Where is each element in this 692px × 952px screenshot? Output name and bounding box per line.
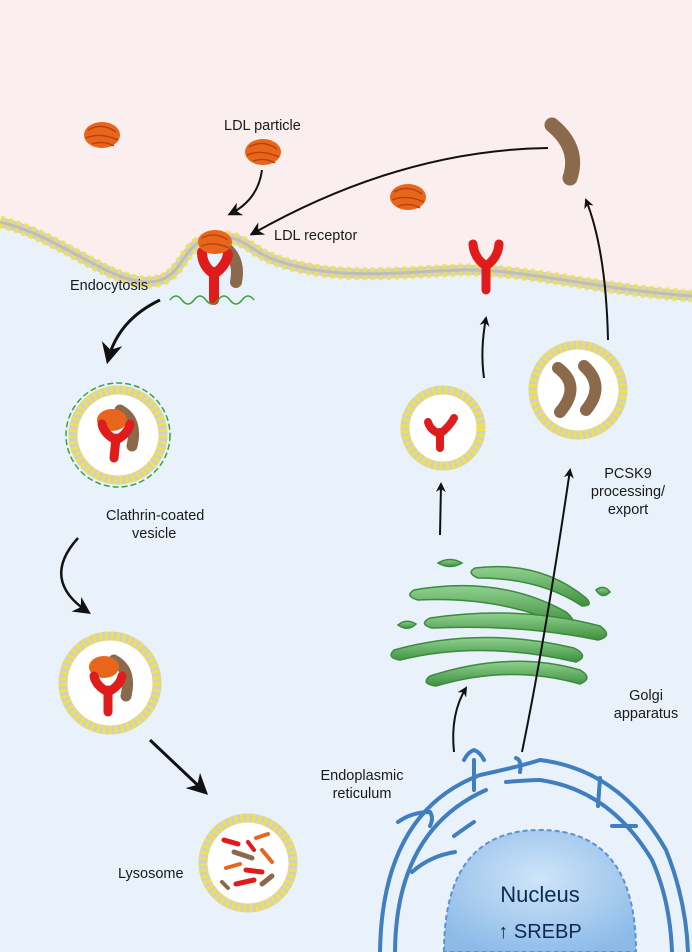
- arrow-endocytosis: [101, 298, 161, 365]
- plasma-membrane: [0, 215, 692, 303]
- pcsk9-extracellular: [544, 117, 581, 186]
- clathrin-pit: [169, 295, 255, 305]
- label-golgi-line2: apparatus: [614, 706, 679, 722]
- label-er-line2: reticulum: [333, 786, 392, 802]
- label-srebp: ↑ SREBP: [498, 921, 581, 943]
- arrow-pcsk9-secretion: [584, 198, 609, 341]
- label-pcsk9-line3: export: [608, 502, 648, 518]
- label-lysosome: Lysosome: [118, 866, 184, 882]
- label-golgi-line1: Golgi: [629, 688, 663, 704]
- nucleus: [442, 828, 638, 952]
- ldl-receptor-surface: [468, 239, 504, 295]
- label-nucleus: Nucleus: [500, 882, 579, 907]
- golgi-apparatus: [390, 558, 611, 687]
- pcsk9-secretory-vesicle: [528, 340, 628, 440]
- receptor-transport-vesicle: [400, 385, 486, 471]
- label-er-line1: Endoplasmic: [320, 768, 403, 784]
- arrow-golgi-to-vesicle: [435, 482, 446, 536]
- lysosome-vesicle: [198, 813, 298, 913]
- ldl-particle-1: [84, 122, 120, 148]
- receptor-ldl-pcsk9-complex: [197, 230, 243, 305]
- label-clathrin-line1: Clathrin-coated: [106, 508, 204, 524]
- label-pcsk9-line1: PCSK9: [604, 466, 652, 482]
- ldl-particle-2: [245, 139, 281, 165]
- arrow-vesicle-to-endosome: [59, 537, 91, 614]
- endoplasmic-reticulum: [378, 747, 690, 952]
- arrow-ldl-to-receptor: [227, 169, 263, 216]
- clathrin-coated-vesicle: [65, 382, 171, 488]
- arrow-pcsk9-to-receptor: [249, 147, 549, 236]
- label-clathrin-line2: vesicle: [132, 526, 176, 542]
- endosome-vesicle: [58, 631, 162, 735]
- arrow-to-lysosome: [148, 738, 209, 795]
- label-ldl-particle: LDL particle: [224, 118, 301, 134]
- label-pcsk9-line2: processing/: [591, 484, 666, 500]
- extracellular-background: [0, 0, 692, 296]
- arrow-pcsk9-export: [521, 468, 574, 753]
- ldl-particle-3: [390, 184, 426, 210]
- label-ldl-receptor: LDL receptor: [274, 228, 357, 244]
- label-endocytosis: Endocytosis: [70, 278, 148, 294]
- arrows: [59, 147, 609, 795]
- arrow-vesicle-to-membrane: [479, 316, 490, 379]
- arrow-er-to-golgi: [452, 686, 468, 753]
